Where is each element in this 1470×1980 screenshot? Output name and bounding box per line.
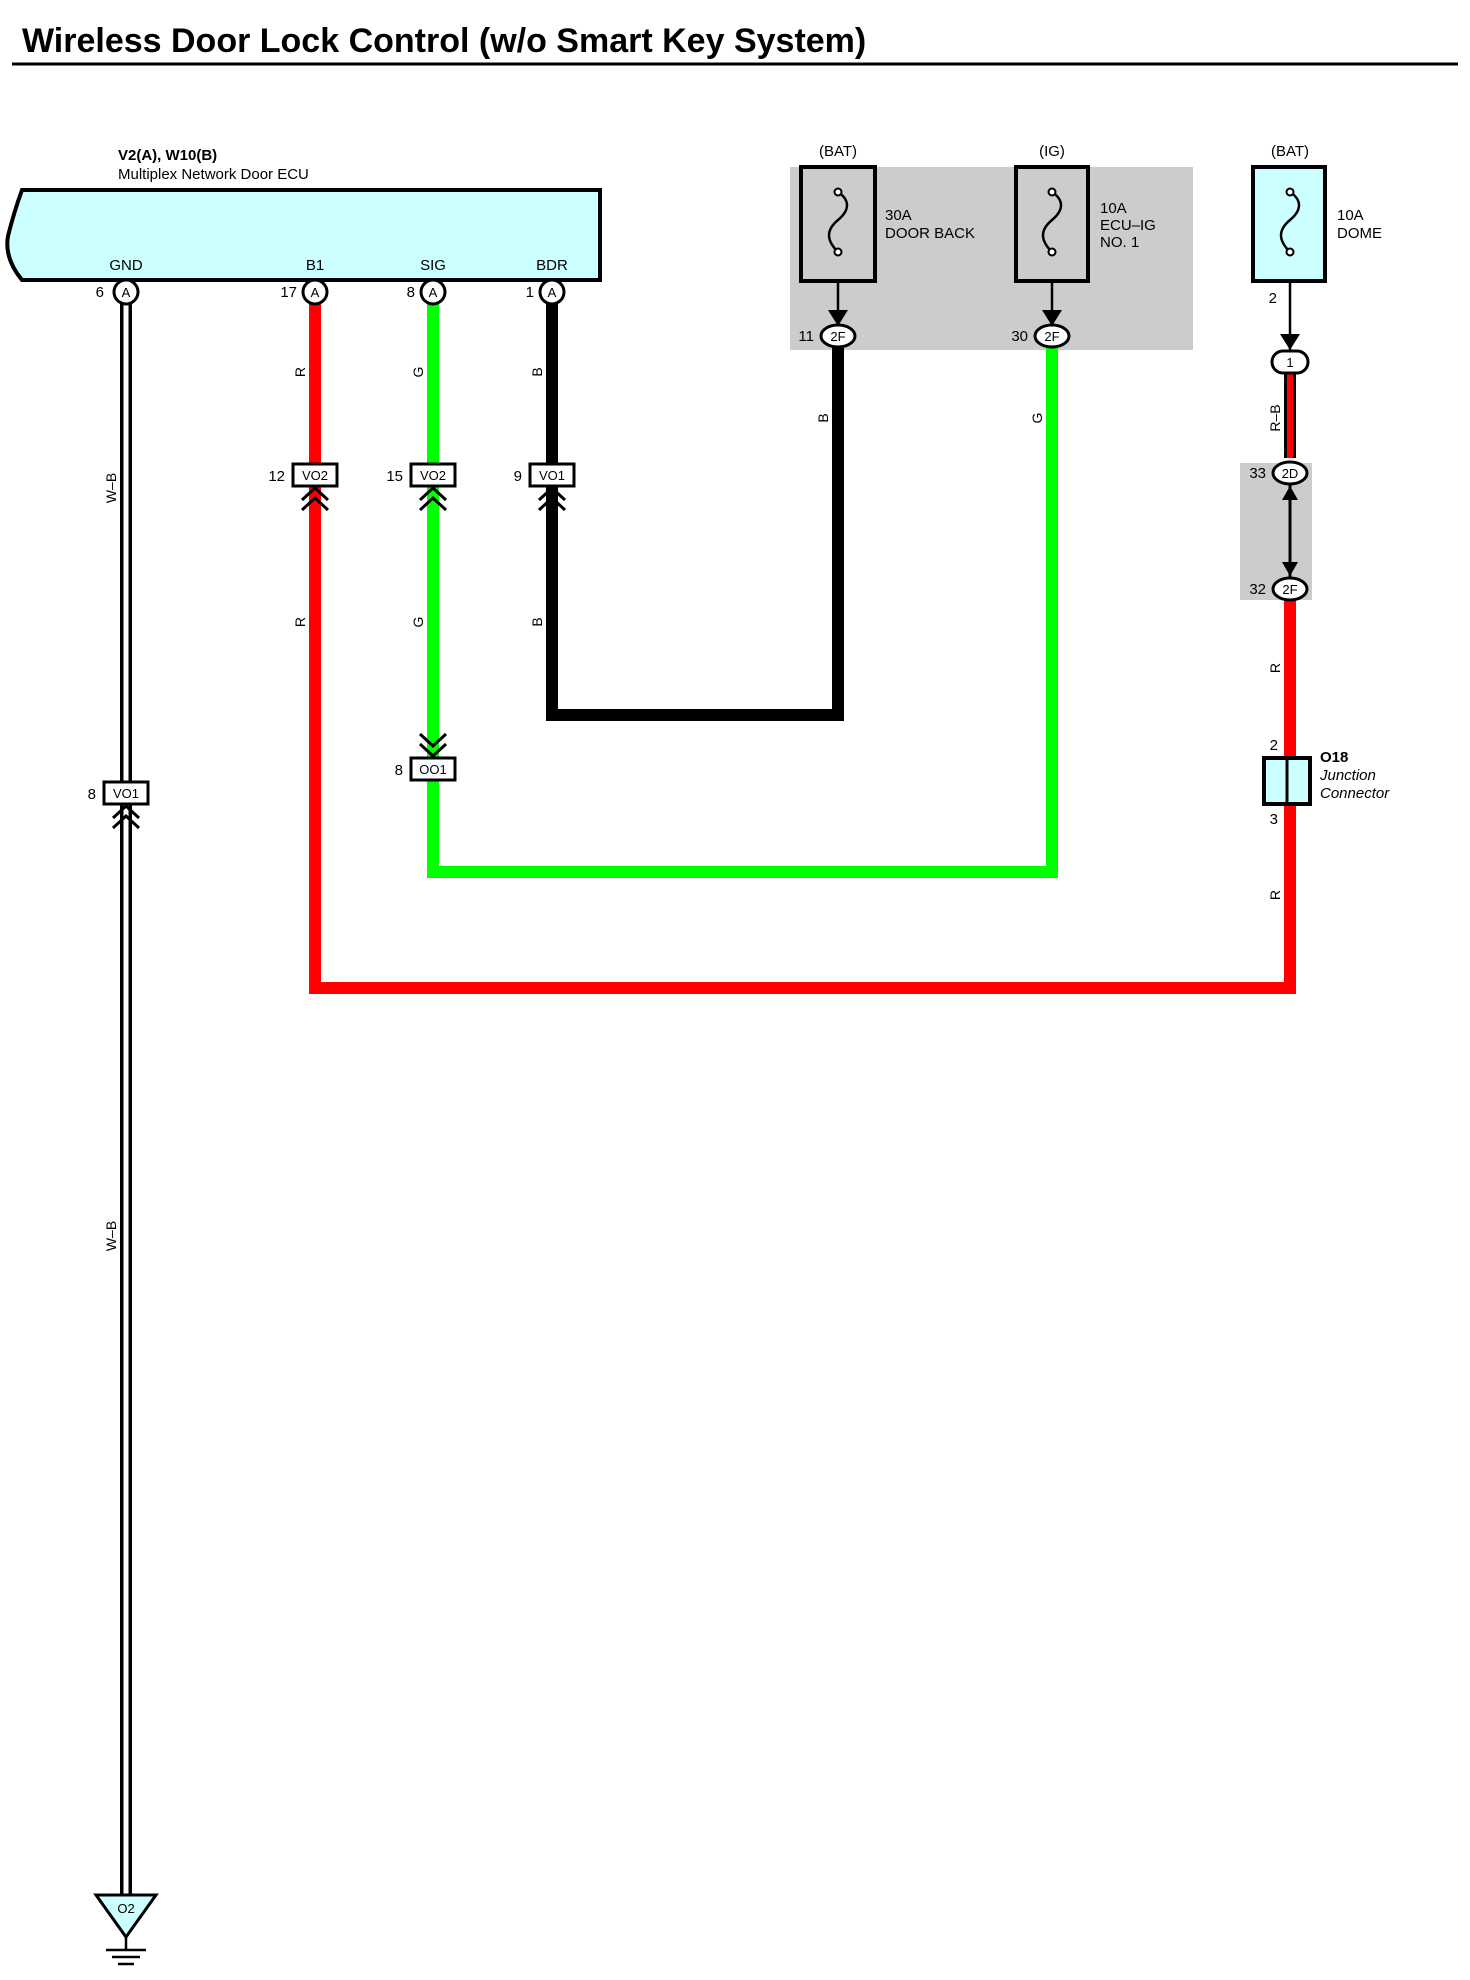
svg-text:3: 3 [1270, 811, 1278, 828]
svg-text:30: 30 [1011, 328, 1028, 345]
svg-text:ECU–IG: ECU–IG [1100, 217, 1156, 234]
inline-connector-vo2-12: VO2 12 [268, 462, 339, 512]
connector-2f-32: 2F 32 [1249, 576, 1309, 602]
fuse-dome: (BAT) 2 10A DOME [1251, 143, 1382, 350]
wire-label-g: G [410, 617, 426, 628]
fuse-ecu-ig: (IG) 10A ECU–IG NO. 1 [1014, 143, 1156, 326]
wire-label-w-b: W–B [103, 1221, 119, 1251]
svg-text:DOOR BACK: DOOR BACK [885, 225, 975, 242]
ecu-pin-name: B1 [306, 257, 324, 274]
svg-text:1: 1 [526, 284, 534, 301]
svg-text:11: 11 [798, 328, 814, 345]
svg-text:12: 12 [268, 468, 285, 485]
connector-2f-11: 2F 11 [798, 323, 857, 349]
svg-text:A: A [548, 285, 557, 300]
svg-text:(IG): (IG) [1039, 143, 1065, 160]
wire-label-b: B [815, 413, 831, 422]
svg-text:VO1: VO1 [539, 468, 565, 483]
svg-text:(BAT): (BAT) [1271, 143, 1309, 160]
connector-2d-33: 2D 33 [1249, 460, 1309, 486]
wire-red-b1 [309, 302, 1296, 994]
inline-connector-vo1-9: VO1 9 [514, 462, 576, 512]
svg-text:32: 32 [1249, 581, 1266, 598]
svg-text:2D: 2D [1282, 466, 1299, 481]
svg-text:Junction: Junction [1319, 767, 1376, 784]
svg-text:2: 2 [1269, 290, 1277, 307]
svg-text:15: 15 [386, 468, 403, 485]
svg-text:10A: 10A [1100, 200, 1127, 217]
inline-connector-vo1-8: VO1 8 [88, 780, 150, 830]
ecu-pin-sig: A 8 [407, 278, 447, 306]
svg-text:Connector: Connector [1320, 785, 1390, 802]
svg-text:9: 9 [514, 468, 522, 485]
page-title: Wireless Door Lock Control (w/o Smart Ke… [22, 22, 866, 60]
ecu-pin-gnd: A 6 [96, 278, 140, 306]
svg-text:OO1: OO1 [419, 762, 446, 777]
wire-label-b: B [529, 367, 545, 376]
connector-1: 1 [1270, 349, 1310, 375]
svg-text:1: 1 [1286, 355, 1293, 370]
svg-text:NO. 1: NO. 1 [1100, 234, 1139, 251]
svg-text:VO2: VO2 [302, 468, 328, 483]
svg-text:2: 2 [1270, 737, 1278, 754]
svg-text:30A: 30A [885, 207, 912, 224]
svg-text:6: 6 [96, 284, 104, 301]
svg-text:2F: 2F [1044, 329, 1059, 344]
svg-text:(BAT): (BAT) [819, 143, 857, 160]
ecu-pin-name: SIG [420, 257, 446, 274]
wire-label-r: R [292, 367, 308, 377]
wire-label-b: B [529, 617, 545, 626]
wire-green-sig [427, 302, 1058, 878]
svg-text:17: 17 [280, 284, 297, 301]
connector-link-2d-2f [1282, 484, 1298, 578]
svg-text:O2: O2 [117, 1901, 134, 1916]
svg-text:VO1: VO1 [113, 786, 139, 801]
ecu-name: Multiplex Network Door ECU [118, 166, 309, 183]
svg-text:33: 33 [1249, 465, 1266, 482]
svg-text:DOME: DOME [1337, 225, 1382, 242]
svg-text:VO2: VO2 [420, 468, 446, 483]
svg-text:8: 8 [395, 762, 403, 779]
fuse-door-back: (BAT) 30A DOOR BACK [799, 143, 975, 326]
inline-connector-oo1-8: OO1 8 [395, 732, 457, 782]
svg-text:A: A [429, 285, 438, 300]
svg-text:O18: O18 [1320, 749, 1348, 766]
junction-block-shade-2 [1240, 463, 1312, 600]
ecu-box [5, 188, 602, 282]
junction-block-shade [790, 167, 1193, 350]
svg-text:A: A [311, 285, 320, 300]
svg-text:A: A [122, 285, 131, 300]
ecu-pin-b1: A 17 [280, 278, 329, 306]
svg-text:2F: 2F [1282, 582, 1297, 597]
connector-2f-30: 2F 30 [1011, 323, 1071, 349]
wire-label-r: R [292, 617, 308, 627]
wire-label-g: G [410, 367, 426, 378]
ground-symbol: O2 [93, 1893, 159, 1966]
wire-label-r: R [1267, 890, 1283, 900]
svg-text:10A: 10A [1337, 207, 1364, 224]
svg-text:8: 8 [407, 284, 415, 301]
wire-label-w-b: W–B [103, 473, 119, 503]
ecu-pin-name: BDR [536, 257, 568, 274]
ecu-pin-name: GND [109, 257, 143, 274]
svg-text:8: 8 [88, 786, 96, 803]
wire-label-r-b: R–B [1267, 404, 1283, 431]
wire-black-bdr [546, 302, 844, 721]
wire-label-r: R [1267, 663, 1283, 673]
ecu-pin-bdr: A 1 [526, 278, 566, 306]
junction-connector-o18: 2 3 O18 Junction Connector [1262, 737, 1390, 828]
wire-label-g: G [1029, 413, 1045, 424]
svg-text:2F: 2F [830, 329, 845, 344]
inline-connector-vo2-15: VO2 15 [386, 462, 457, 512]
ecu-id: V2(A), W10(B) [118, 147, 217, 164]
